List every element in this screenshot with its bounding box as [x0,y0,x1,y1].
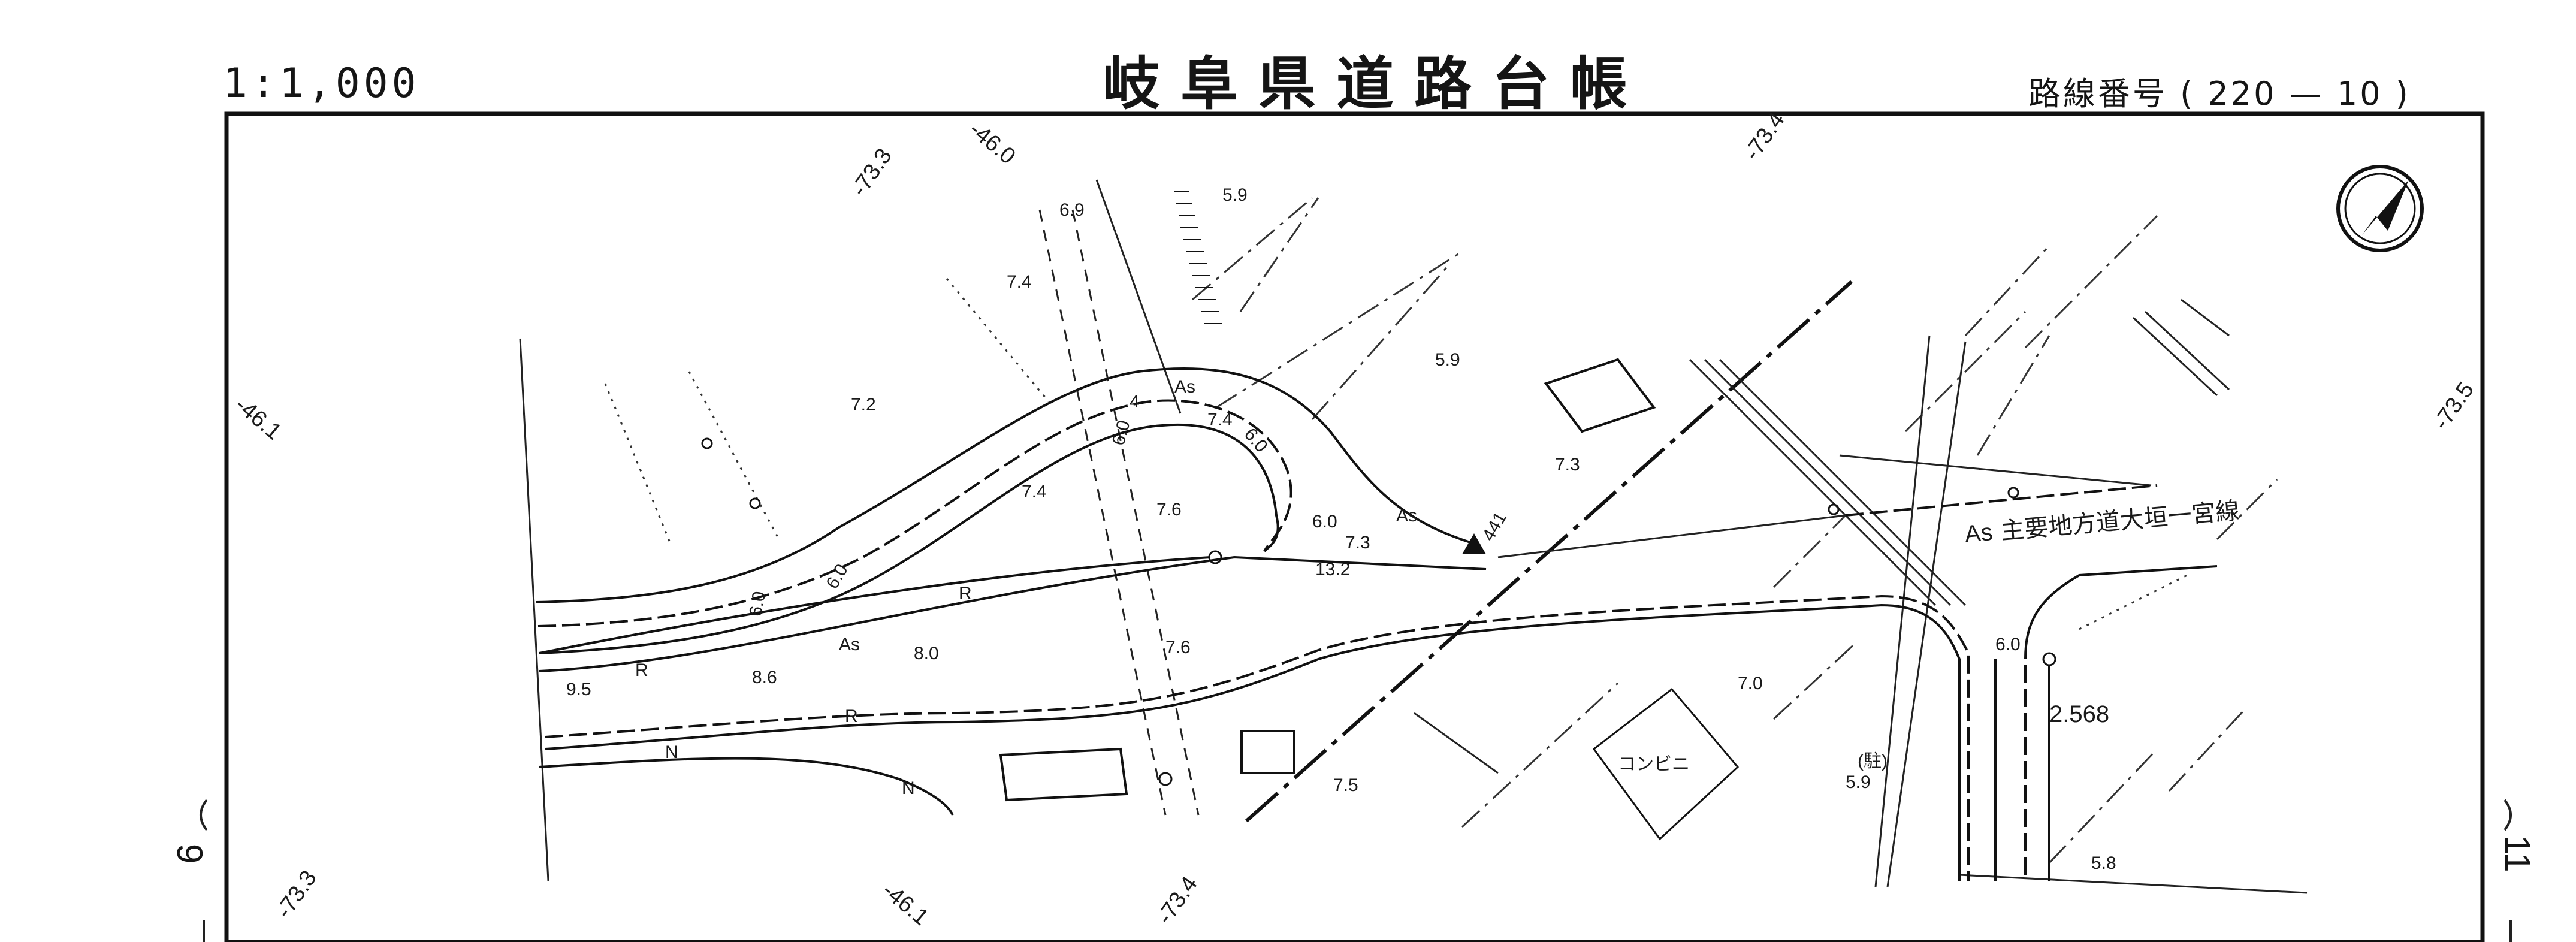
elevation-5-8: 5.8 [2091,853,2116,873]
north-arrow-icon [2336,165,2424,252]
elevation-13-2: 13.2 [1315,560,1350,579]
dim-4: 4 [1130,392,1140,412]
elevation-8-0: 8.0 [914,644,939,663]
surface-as-label-4: As [1396,506,1417,526]
map-frame [224,111,2485,942]
elevation-7-4-b: 7.4 [1022,482,1047,502]
elevation-5-9-c: 5.9 [1846,772,1871,792]
mark-r-3: R [959,584,972,603]
right-sheet-bracket [2503,799,2512,831]
convenience-store-building [1592,687,1740,841]
route-dash: — [2289,75,2324,113]
benchmark-441: 441 [1478,509,1511,545]
grid-coord-left-a: -46.1 [230,393,286,445]
grid-coord-top-c: -73.4 [1740,108,1790,165]
mark-r-1: R [635,660,648,680]
thin-lines [519,179,2308,894]
grid-coord-bot-c: -73.4 [1152,872,1203,929]
elevation-5-9-b: 5.9 [1435,350,1460,370]
store-label: コンビニ [1618,754,1690,774]
main-road [536,367,2218,881]
grid-coord-top-b: -46.0 [964,117,1020,170]
route-label-text: 路線番号 [2028,75,2167,113]
buildings [999,358,1656,802]
grid-coord-right-a: -73.5 [2429,378,2479,434]
route-number-label: 路線番号 ( 220 — 10 ) [2028,67,2411,114]
elevation-6-0-b: 6.0 [1995,635,2021,654]
elevation-7-5: 7.5 [1333,775,1358,795]
grid-coord-top-a: -73.3 [847,144,897,201]
surface-as-label-1: As [1964,519,1994,548]
elevation-7-3-a: 7.3 [1555,455,1580,475]
elevation-7-4-c: 7.4 [1207,410,1233,430]
elevation-7-6-b: 7.6 [1165,638,1191,657]
benchmark-triangle-icon [1462,533,1486,554]
elevation-7-3-b: 7.3 [1345,533,1370,552]
dim-6-0-c: 6.0 [745,590,769,618]
mark-n-1: N [665,742,678,762]
route-number: 220 [2207,75,2277,113]
route-sub-number: 10 [2336,75,2383,113]
grid-coord-bot-b: -46.1 [877,878,933,931]
elevation-8-6: 8.6 [752,668,777,687]
slope-hatching [1174,191,1222,324]
map-scale: 1:1,000 [223,60,420,107]
elevation-6-9: 6.9 [1059,200,1085,220]
left-sheet-bracket [200,799,208,831]
road-name-label: 主要地方道大垣一宮線 [2000,497,2240,545]
parcel-lines [1192,197,2278,864]
map-title: 岐阜県道路台帳 [1103,50,1648,117]
elevation-7-4-a: 7.4 [1007,272,1032,292]
elevation-7-6-a: 7.6 [1156,500,1182,520]
mark-n-2: N [902,778,915,798]
surface-as-label-3: As [839,635,860,654]
grid-coord-bot-a: -73.3 [271,866,322,923]
parking-label: (駐) [1858,751,1888,771]
mark-r-2: R [845,707,858,726]
dim-6-0-a: 6.0 [1109,418,1134,448]
dim-6-0-b: 6.0 [1240,424,1272,456]
surface-as-label-2: As [1174,377,1195,397]
dotted-boundaries [604,278,2188,630]
elevation-7-2: 7.2 [851,395,876,415]
ns-dashed-road [1038,209,1200,816]
elevation-9-5: 9.5 [566,680,591,699]
route-open-paren: ( [2180,75,2196,113]
elevation-5-9-a: 5.9 [1222,185,1248,205]
benchmark-2568: 2.568 [2049,701,2109,727]
map-symbols [701,437,2056,786]
elevation-7-0: 7.0 [1738,674,1763,693]
route-close-paren: ) [2395,75,2411,113]
double-line-feature [1689,358,1967,606]
elevation-6-0-a: 6.0 [1312,512,1337,532]
